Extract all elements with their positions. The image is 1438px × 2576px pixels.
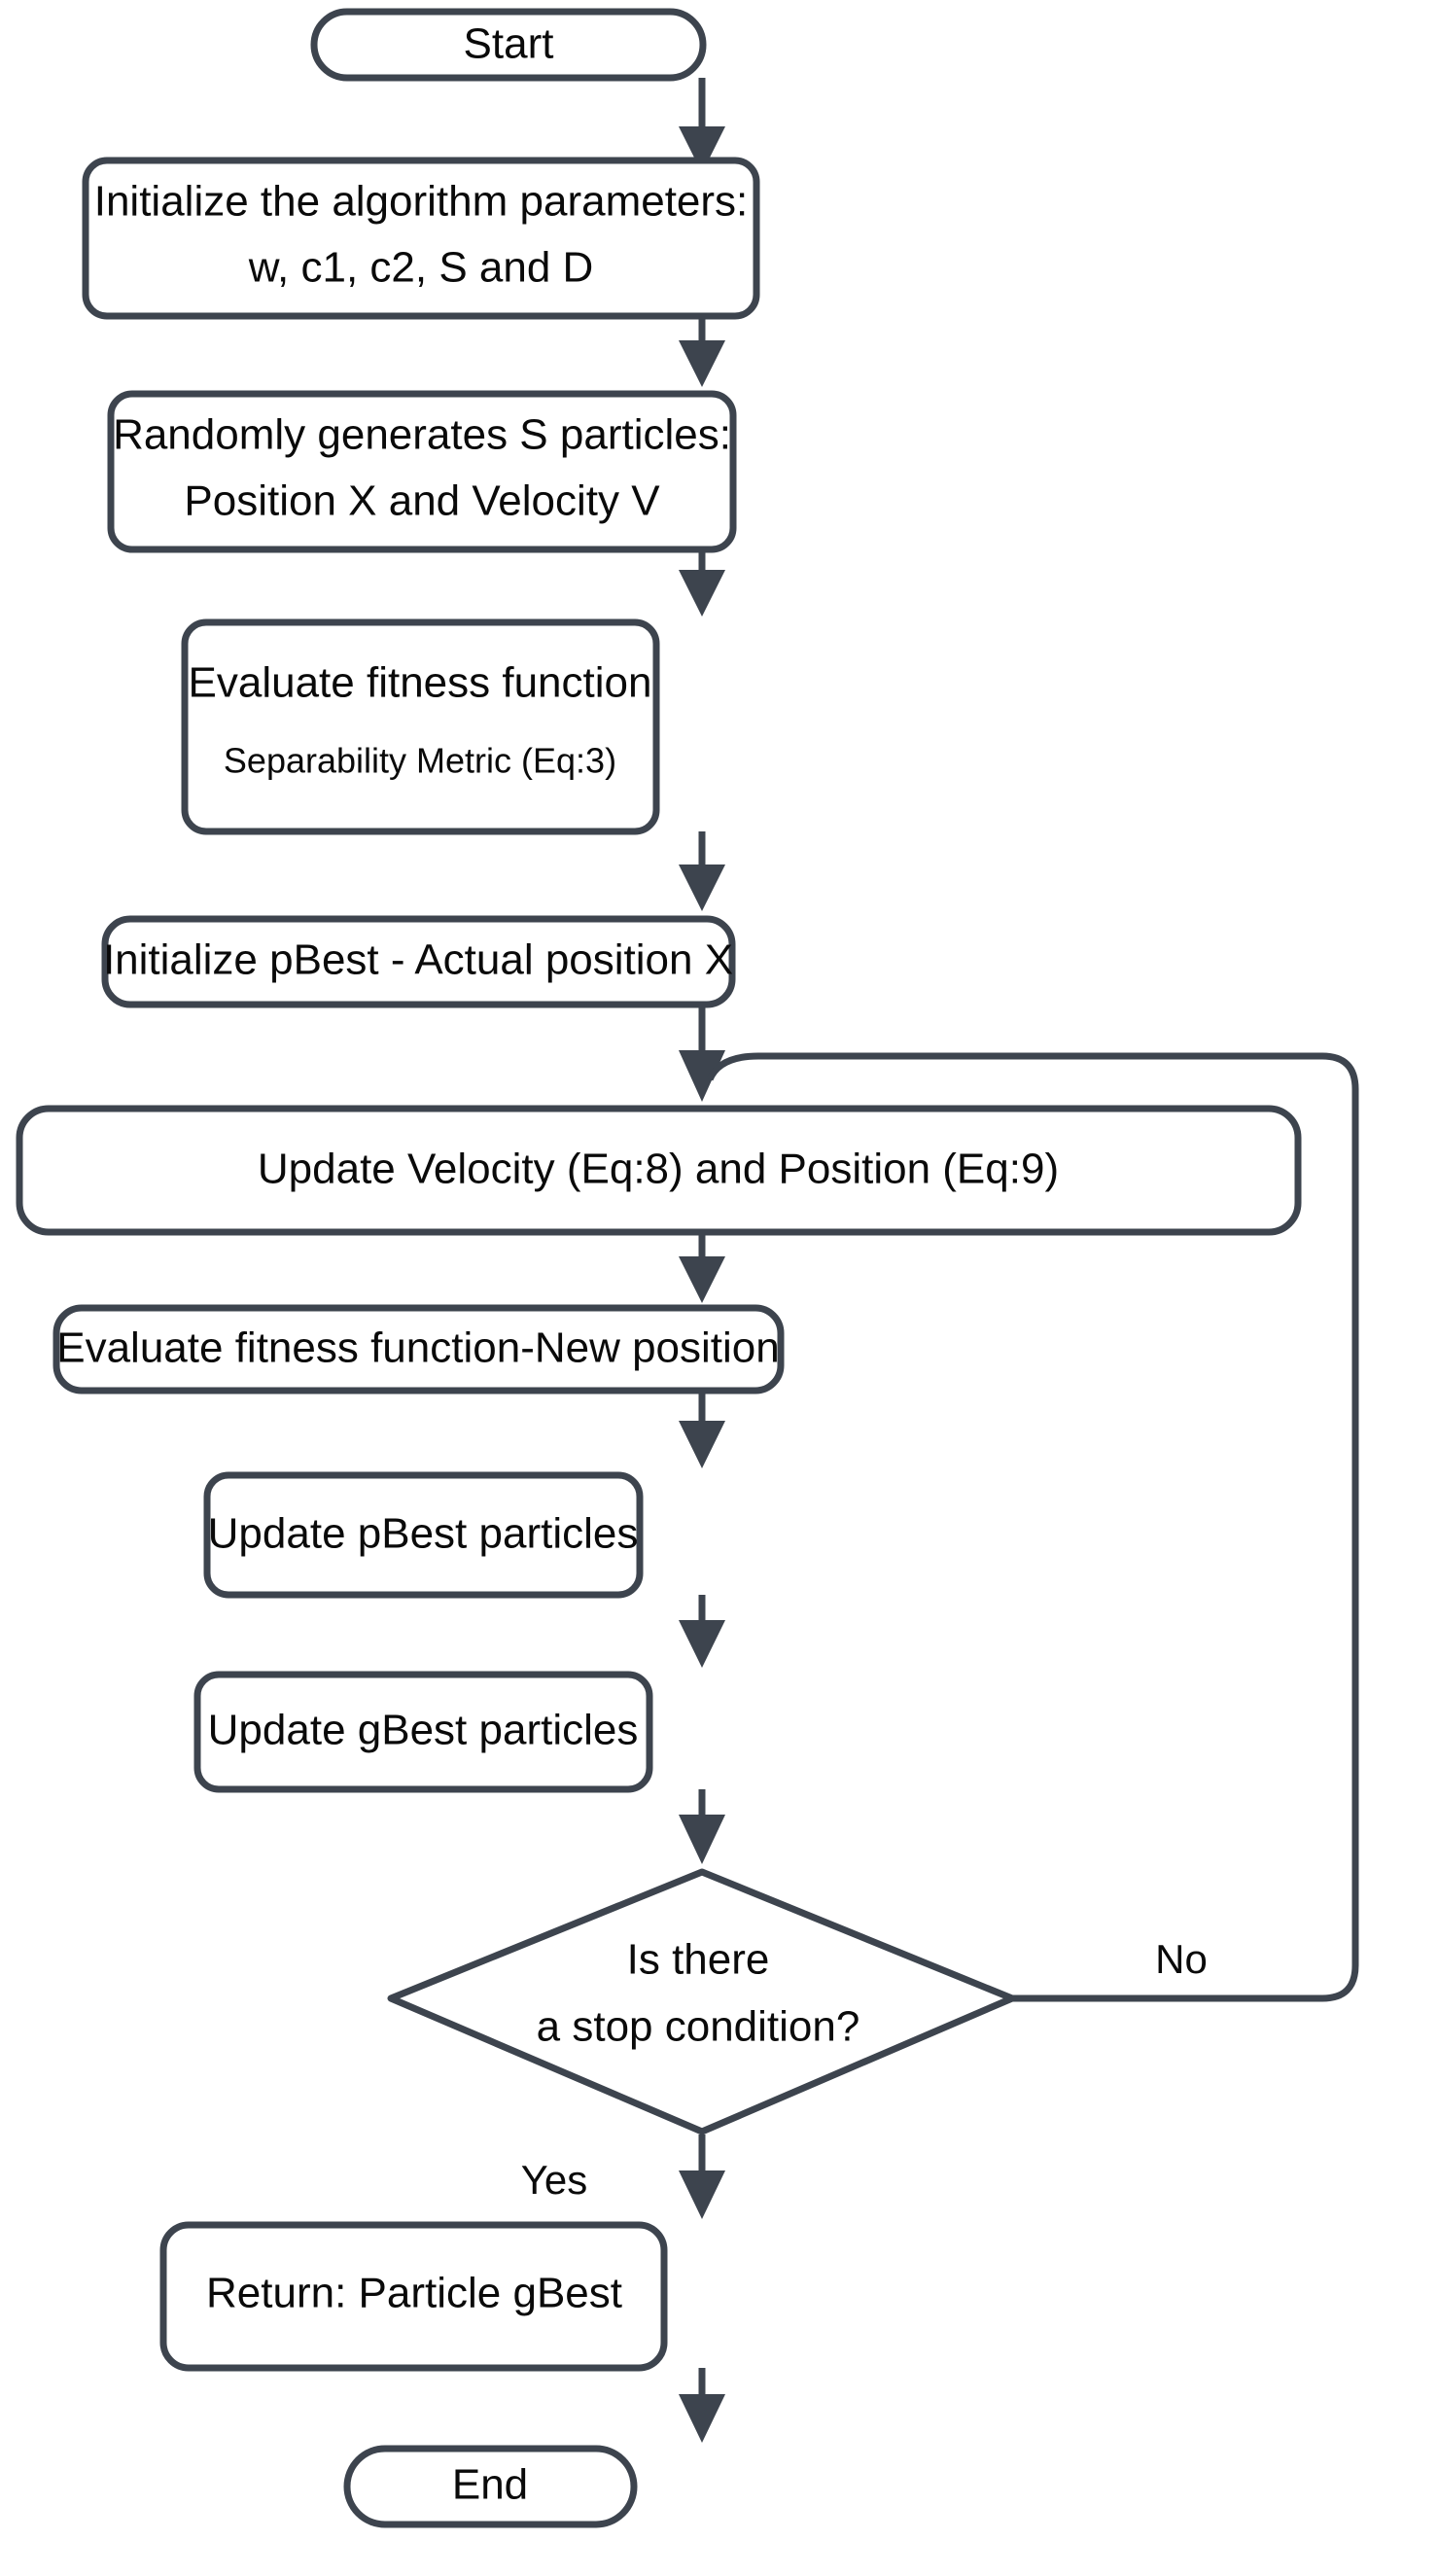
edge-init-params-to-gen-particles xyxy=(679,316,725,387)
init-pbest-shape xyxy=(101,915,736,1008)
gen-particles-line2: Position X and Velocity V xyxy=(184,477,660,525)
init-params-line2: w, c1, c2, S and D xyxy=(248,244,594,292)
edge-init-pbest-to-update-vel xyxy=(679,1005,725,1102)
node-eval-fitness[interactable]: Evaluate fitness function Separability M… xyxy=(181,618,660,835)
edge-eval-fitness-to-init-pbest xyxy=(679,831,725,911)
init-pbest-label: Initialize pBest - Actual position X xyxy=(103,936,733,984)
return-label: Return: Particle gBest xyxy=(206,2270,622,2317)
end-label: End xyxy=(452,2461,528,2509)
eval-new-shape xyxy=(53,1304,785,1394)
edge-decision-yes-to-return xyxy=(679,2135,725,2219)
edge-label-yes: Yes xyxy=(521,2157,588,2203)
node-update-vel[interactable]: Update Velocity (Eq:8) and Position (Eq:… xyxy=(16,1105,1302,1236)
edge-update-vel-to-eval-new xyxy=(679,1232,725,1303)
eval-fitness-line1: Evaluate fitness function xyxy=(189,659,652,707)
node-update-pbest[interactable]: Update pBest particles xyxy=(203,1471,644,1599)
node-init-params[interactable]: Initialize the algorithm parameters: w, … xyxy=(82,157,760,320)
update-gbest-label: Update gBest particles xyxy=(208,1707,639,1754)
update-gbest-shape xyxy=(193,1671,653,1793)
update-pbest-shape xyxy=(203,1471,644,1599)
node-return[interactable]: Return: Particle gBest xyxy=(159,2221,668,2372)
edge-update-gbest-to-decision xyxy=(679,1789,725,1864)
edge-update-pbest-to-update-gbest xyxy=(679,1595,725,1668)
node-start[interactable]: Start xyxy=(310,8,707,82)
start-label: Start xyxy=(464,20,554,68)
return-shape xyxy=(159,2221,668,2372)
edge-eval-new-to-update-pbest xyxy=(679,1391,725,1468)
decision-shape xyxy=(387,1868,1016,2135)
node-gen-particles[interactable]: Randomly generates S particles: Position… xyxy=(107,390,737,553)
end-shape xyxy=(343,2445,638,2528)
edge-return-to-end xyxy=(679,2368,725,2443)
node-eval-new[interactable]: Evaluate fitness function-New position xyxy=(53,1304,785,1394)
node-end[interactable]: End xyxy=(343,2445,638,2528)
init-params-shape xyxy=(82,157,760,320)
start-shape xyxy=(310,8,707,82)
edge-gen-particles-to-eval-fitness xyxy=(679,549,725,617)
init-params-line1: Initialize the algorithm parameters: xyxy=(94,178,749,226)
edge-decision-no-loop xyxy=(706,1052,1359,2002)
decision-line2: a stop condition? xyxy=(537,2003,860,2051)
eval-fitness-shape xyxy=(181,618,660,835)
node-update-gbest[interactable]: Update gBest particles xyxy=(193,1671,653,1793)
decision-line1: Is there xyxy=(627,1936,770,1984)
connectors xyxy=(679,78,1359,2443)
eval-new-label: Evaluate fitness function-New position xyxy=(56,1324,780,1372)
update-vel-shape xyxy=(16,1105,1302,1236)
update-pbest-label: Update pBest particles xyxy=(208,1510,639,1558)
eval-fitness-line2: Separability Metric (Eq:3) xyxy=(224,741,616,781)
gen-particles-shape xyxy=(107,390,737,553)
gen-particles-line1: Randomly generates S particles: xyxy=(113,411,731,459)
node-init-pbest[interactable]: Initialize pBest - Actual position X xyxy=(101,915,736,1008)
node-decision[interactable]: Is there a stop condition? xyxy=(387,1868,1016,2135)
edge-start-to-init-params xyxy=(679,78,725,173)
update-vel-label: Update Velocity (Eq:8) and Position (Eq:… xyxy=(258,1146,1059,1193)
edge-label-no: No xyxy=(1155,1936,1208,1982)
